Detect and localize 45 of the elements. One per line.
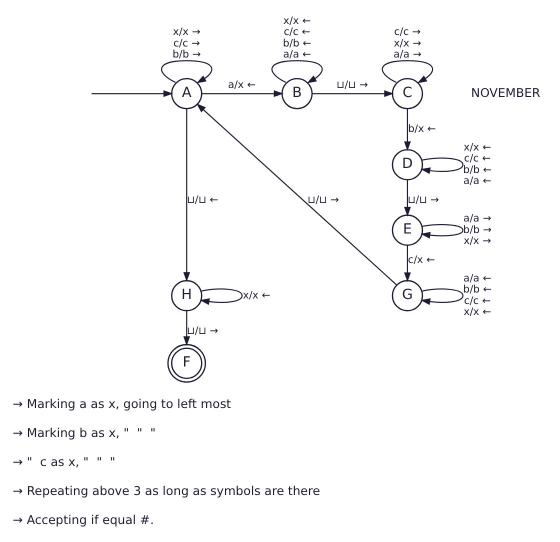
arrow xyxy=(404,245,411,282)
arrow xyxy=(161,60,212,83)
edge-label: ⊔/⊔ → xyxy=(336,78,368,90)
edge-label: ⊔/⊔ → xyxy=(408,193,440,206)
edge-label: x/x ← c/c ← b/b ← a/a ← xyxy=(463,141,492,187)
label: → Marking a as x, going to left most xyxy=(12,396,232,410)
arrow xyxy=(420,224,464,238)
label: → Marking b as x, " " " xyxy=(12,425,156,440)
edge-label: x/x → c/c → b/b → xyxy=(172,26,201,60)
node-circle: A xyxy=(171,77,202,109)
label: → Repeating above 3 as long as symbols are there xyxy=(12,483,320,498)
node-circle: G xyxy=(392,280,424,311)
edge-label: ⊔/⊔ ← xyxy=(186,193,218,206)
label: NOVEMBER xyxy=(470,85,540,100)
edge-label: x/x ← xyxy=(242,288,270,301)
edge-label: c/c → x/x → a/a → xyxy=(393,26,422,60)
arrow xyxy=(200,288,243,305)
arrow xyxy=(202,90,284,97)
edge-label: a/a → b/b → x/x → xyxy=(463,212,492,247)
edge-label: a/x ← xyxy=(228,78,256,90)
edge-label: b/x ← xyxy=(408,122,436,134)
node-circle: D xyxy=(392,148,424,180)
edge-label: ⊔/⊔ → xyxy=(308,193,339,206)
node-circle: C xyxy=(392,77,424,109)
arrow xyxy=(183,108,190,282)
label: → Accepting if equal #. xyxy=(12,512,154,526)
arrow xyxy=(404,180,411,216)
arrow xyxy=(382,60,434,83)
arrow xyxy=(404,108,411,151)
edge-label: ⊔/⊔ → xyxy=(186,324,218,336)
arrow xyxy=(420,288,464,305)
arrow xyxy=(420,157,464,174)
edge-label: a/a ← b/b ← c/c ← x/x ← xyxy=(463,272,492,318)
edge-label: x/x ← c/c ← b/b ← a/a ← xyxy=(282,14,312,60)
edge-label: c/x ← xyxy=(408,253,436,266)
node-circle: H xyxy=(171,280,202,311)
node-circle: F xyxy=(167,343,206,382)
arrow xyxy=(312,90,394,97)
arrow xyxy=(271,60,323,83)
arrow xyxy=(196,102,397,285)
node-circle: B xyxy=(281,77,313,109)
arrow xyxy=(92,90,174,97)
arrow xyxy=(183,310,190,346)
node-circle: E xyxy=(392,214,424,246)
label: → " c as x, " " " xyxy=(12,454,116,468)
